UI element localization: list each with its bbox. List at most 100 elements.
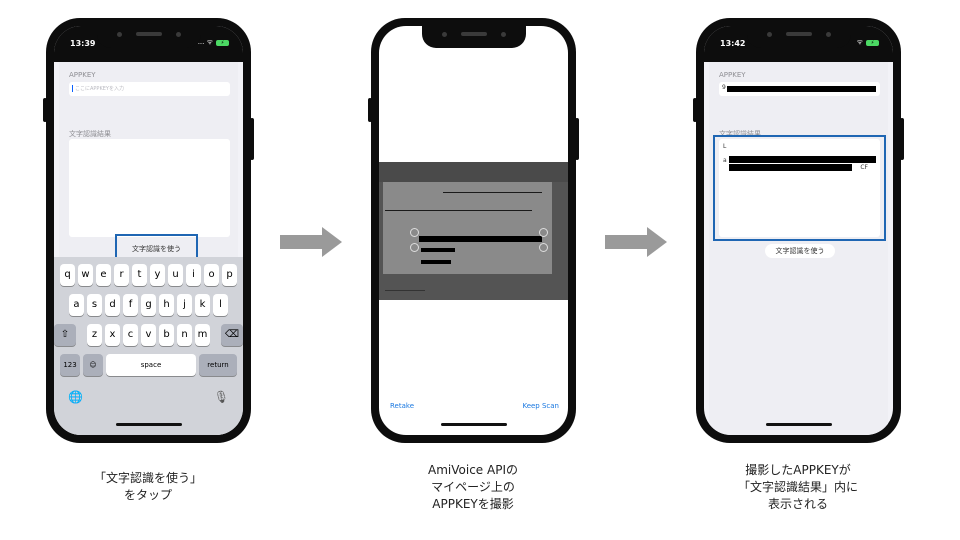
key-p[interactable]: p [222,264,237,286]
globe-icon[interactable]: 🌐 [68,390,83,404]
power-button [575,118,579,160]
volume-button [43,98,47,122]
result-line-3-suffix: CF [860,164,868,171]
caption-line: をタップ [123,488,172,502]
arrow-right-icon [605,227,667,257]
key-e[interactable]: e [96,264,111,286]
scan-corner-handle[interactable] [410,228,419,237]
caption-line: AmiVoice APIの [428,463,518,477]
speaker [135,32,162,36]
shift-key[interactable]: ⇧ [54,324,76,346]
appkey-input[interactable]: ここにAPPKEYを入力 [69,82,230,96]
key-f[interactable]: f [123,294,138,316]
emoji-key[interactable]: ☺ [83,354,103,376]
wifi-icon: ... ᯤ [197,38,213,46]
key-r[interactable]: r [114,264,129,286]
space-key[interactable]: space [106,354,196,376]
appkey-prefix: 9 [722,84,726,91]
speaker [460,32,487,36]
phone-step2: Retake Keep Scan [368,18,579,443]
key-h[interactable]: h [159,294,174,316]
key-a[interactable]: a [69,294,84,316]
front-sensor [825,32,831,37]
caption-step3: 撮影したAPPKEYが 「文字認識結果」内に 表示される [698,462,898,513]
front-camera [441,32,447,37]
appkey-input[interactable]: 9 [719,82,880,96]
phone-step3: 13:42 ᯤ ⚡ APPKEY 9 文字認識結果 L a CF [693,18,904,443]
key-k[interactable]: k [195,294,210,316]
key-u[interactable]: u [168,264,183,286]
key-o[interactable]: o [204,264,219,286]
key-z[interactable]: z [87,324,102,346]
microphone-icon[interactable]: 🎙 [213,390,229,404]
home-indicator[interactable] [765,423,832,426]
key-i[interactable]: i [186,264,201,286]
key-j[interactable]: j [177,294,192,316]
status-icons: ᯤ ⚡ [857,38,879,47]
power-button [900,118,904,160]
front-sensor [500,32,506,37]
volume-button [368,98,372,122]
battery-icon: ⚡ [866,39,879,46]
key-n[interactable]: n [177,324,192,346]
key-s[interactable]: s [87,294,102,316]
redacted-result-bar [729,156,876,163]
caption-line: マイページ上の [431,480,515,494]
notch [746,26,851,48]
front-sensor [175,32,181,37]
result-label: 文字認識結果 [69,130,111,138]
document-line [385,290,425,291]
ocr-button[interactable]: 文字認識を使う [765,244,835,258]
key-g[interactable]: g [141,294,156,316]
delete-key[interactable]: ⌫ [221,324,243,346]
keep-scan-button[interactable]: Keep Scan [522,402,559,410]
key-x[interactable]: x [105,324,120,346]
redacted-bar [421,260,451,264]
retake-button[interactable]: Retake [390,402,415,410]
caption-line: APPKEYを撮影 [432,497,514,511]
home-indicator[interactable] [115,423,182,426]
scan-corner-handle[interactable] [410,243,419,252]
document-line [385,210,532,211]
result-line-1: L [723,143,727,150]
return-key[interactable]: return [199,354,237,376]
key-q[interactable]: q [60,264,75,286]
home-indicator[interactable] [440,423,507,426]
arrow-right-icon [280,227,342,257]
key-w[interactable]: w [78,264,93,286]
key-b[interactable]: b [159,324,174,346]
scan-corner-handle[interactable] [539,228,548,237]
caption-line: 「文字認識結果」内に [737,480,858,494]
key-m[interactable]: m [195,324,210,346]
result-highlight [713,135,886,241]
caption-step1: 「文字認識を使う」 をタップ [48,470,248,504]
result-textarea[interactable] [69,139,230,237]
appkey-label: APPKEY [719,71,746,79]
status-time: 13:39 [70,39,96,48]
status-icons: ... ᯤ ⚡ [198,38,229,47]
redacted-bar [421,248,455,252]
key-y[interactable]: y [150,264,165,286]
key-d[interactable]: d [105,294,120,316]
scanned-photo [379,162,568,300]
key-l[interactable]: l [213,294,228,316]
scan-corner-handle[interactable] [539,243,548,252]
notch [421,26,526,48]
redacted-appkey-bar [419,236,542,242]
phone3-screen: 13:42 ᯤ ⚡ APPKEY 9 文字認識結果 L a CF [704,26,893,435]
keyboard-row-4: 123 ☺ space return [54,354,243,376]
result-textarea[interactable]: L a CF [719,139,880,237]
key-v[interactable]: v [141,324,156,346]
key-c[interactable]: c [123,324,138,346]
numbers-key[interactable]: 123 [60,354,80,376]
caption-line: 「文字認識を使う」 [93,471,202,485]
photo-document [383,182,552,274]
key-t[interactable]: t [132,264,147,286]
wifi-icon: ᯤ [856,38,863,46]
volume-button [693,98,697,122]
ocr-button[interactable]: 文字認識を使う [132,245,181,253]
caption-line: 表示される [767,497,828,511]
